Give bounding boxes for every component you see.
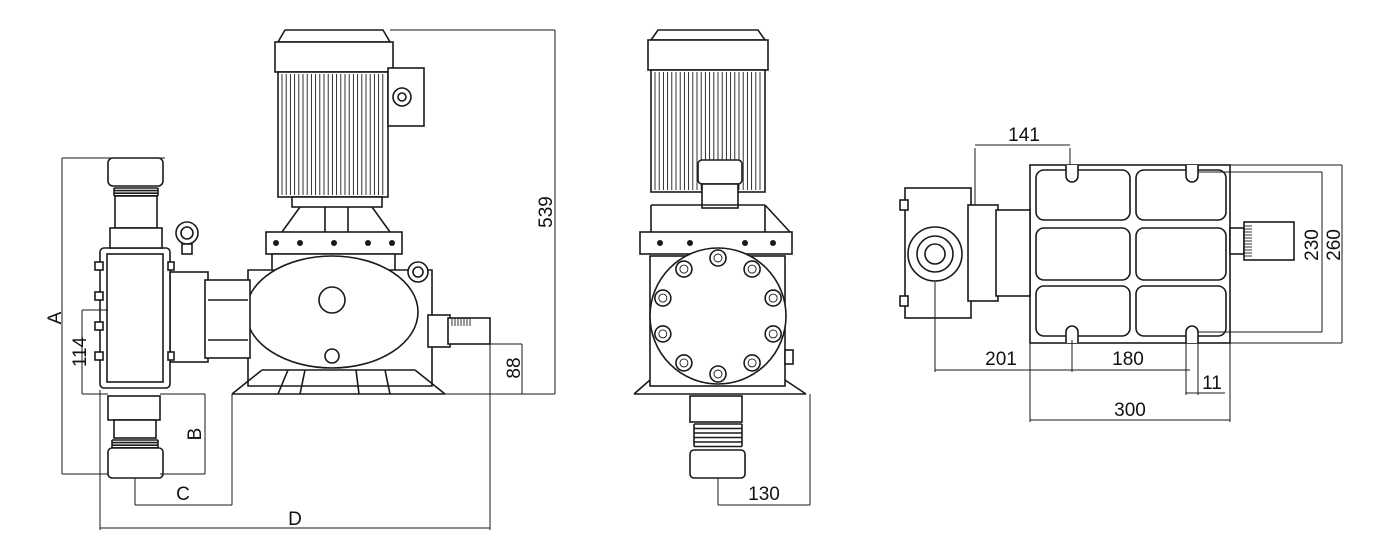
front-dimensions <box>61 29 556 530</box>
dimension-label-201: 201 <box>985 349 1017 370</box>
dimension-label-130: 130 <box>748 484 780 505</box>
dimension-label-a: A <box>45 311 66 324</box>
dimension-label-539: 539 <box>536 196 557 228</box>
side-dimensions <box>717 394 811 506</box>
dimension-label-300: 300 <box>1114 400 1146 421</box>
front-motor <box>265 29 425 273</box>
top-view <box>899 144 1343 422</box>
dimension-label-230: 230 <box>1302 229 1323 261</box>
dimension-label-d: D <box>288 509 302 530</box>
side-motor <box>639 29 793 255</box>
top-pump-head <box>899 187 1295 319</box>
front-pump-head <box>94 157 491 479</box>
side-view <box>633 29 811 506</box>
dimension-label-11: 11 <box>1202 373 1222 394</box>
dimension-label-114: 114 <box>70 336 91 367</box>
dimension-label-260: 260 <box>1324 229 1345 261</box>
top-dimensions <box>934 144 1343 422</box>
dimension-label-88: 88 <box>504 357 525 378</box>
dimension-label-141: 141 <box>1008 125 1040 146</box>
top-base-plate <box>1029 164 1231 344</box>
front-gear-case <box>175 221 446 395</box>
dimension-label-180: 180 <box>1112 349 1144 370</box>
dimension-label-b: B <box>185 428 206 441</box>
dimension-label-c: C <box>176 484 190 505</box>
front-view <box>61 29 556 530</box>
side-pump-head <box>633 247 807 479</box>
